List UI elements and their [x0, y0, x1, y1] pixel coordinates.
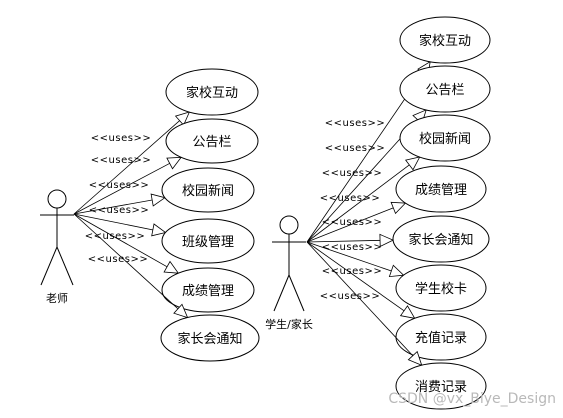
teacher-actor-left-leg	[40, 246, 58, 286]
student-parent-actor-label: 学生/家长	[265, 317, 313, 331]
teacher-uses-label: <<uses>>	[89, 180, 149, 191]
teacher-association-line	[73, 156, 182, 215]
student-parent-association-arrowhead	[399, 305, 416, 319]
teacher-uses-label: <<uses>>	[89, 205, 149, 216]
teacher-association-line	[73, 111, 190, 215]
student-parent-use-case-2	[399, 65, 491, 113]
teacher-use-case-label: 成绩管理	[182, 284, 234, 299]
teacher-use-case-label: 班级管理	[182, 235, 234, 250]
student-parent-uses-label: <<uses>>	[325, 118, 385, 129]
teacher-association-line	[73, 213, 179, 274]
student-parent-association-line	[306, 241, 422, 366]
teacher-association-arrowhead	[174, 111, 191, 126]
teacher-use-case-label: 公告栏	[192, 135, 231, 150]
student-parent-uses-label: <<uses>>	[322, 266, 382, 277]
student-parent-use-case-label: 家长会通知	[408, 232, 473, 248]
teacher-uses-label: <<uses>>	[91, 133, 151, 144]
student-parent-uses-label: <<uses>>	[322, 217, 382, 228]
student-parent-association-arrowhead	[407, 350, 423, 366]
student-parent-actor: 学生/家长	[265, 215, 313, 331]
student-parent-uses-label: <<uses>>	[320, 193, 380, 204]
teacher-uses-label: <<uses>>	[85, 231, 145, 242]
student-parent-association-arrowhead	[379, 233, 395, 248]
teacher-use-case-3	[161, 167, 255, 213]
student-parent-actor-left-leg	[273, 274, 290, 312]
teacher-association-arrowhead	[166, 156, 183, 170]
student-parent-use-case-7	[395, 313, 487, 361]
teacher-association-line	[73, 213, 166, 233]
student-parent-actor-right-leg	[288, 274, 305, 312]
student-parent-association-line	[306, 241, 415, 319]
teacher-use-case-5	[161, 267, 255, 313]
student-parent-association-line	[306, 239, 394, 243]
teacher-actor-right-leg	[56, 246, 74, 286]
student-parent-uses-label: <<uses>>	[322, 168, 382, 179]
student-parent-association-line	[306, 156, 420, 243]
student-parent-uses-label: <<uses>>	[325, 143, 385, 154]
teacher-actor-label: 老师	[46, 292, 68, 305]
teacher-actor-head	[47, 189, 67, 209]
student-parent-association-line	[306, 202, 406, 243]
student-parent-use-case-8	[395, 362, 487, 410]
student-parent-use-case-label: 公告栏	[425, 83, 464, 98]
student-parent-actor-head	[279, 215, 299, 235]
watermark: CSDN @vx_Biye_Design	[388, 391, 556, 407]
student-parent-use-case-label: 消费记录	[415, 380, 467, 395]
teacher-association-arrowhead	[163, 260, 180, 274]
student-parent-uses-label: <<uses>>	[322, 242, 382, 253]
student-parent-association-line	[306, 241, 404, 276]
teacher-uses-label: <<uses>>	[91, 155, 151, 166]
student-parent-use-case-label: 成绩管理	[415, 183, 467, 198]
teacher-use-case-2	[165, 118, 259, 164]
student-parent-use-case-label: 校园新闻	[419, 131, 471, 147]
student-parent-uses-label: <<uses>>	[320, 291, 380, 302]
student-parent-associations: 家校互动 <<uses>> 公告栏 <<uses>> 校园新闻 <<uses>> 成绩管理 <…	[306, 16, 491, 410]
teacher-uses-label: <<uses>>	[88, 254, 148, 265]
student-parent-association-arrowhead	[388, 264, 405, 278]
student-parent-use-case-1	[399, 16, 491, 64]
teacher-use-case-6	[160, 314, 260, 362]
student-parent-use-case-4	[395, 165, 487, 213]
teacher-association-line	[73, 197, 165, 215]
teacher-associations: 家校互动 <<uses>> 公告栏 <<uses>> 校园新闻 <<uses>> 班级管理 <…	[73, 68, 260, 362]
teacher-use-case-label: 家长会通知	[177, 331, 242, 347]
student-parent-use-case-6	[395, 264, 487, 312]
teacher-association-line	[73, 213, 188, 318]
teacher-association-arrowhead	[151, 223, 167, 237]
teacher-association-arrowhead	[150, 193, 166, 207]
teacher-use-case-label: 家校互动	[186, 85, 238, 101]
student-parent-use-case-label: 学生校卡	[415, 281, 467, 297]
teacher-use-case-1	[165, 68, 259, 116]
student-parent-association-arrowhead	[405, 156, 421, 171]
teacher-use-case-label: 校园新闻	[182, 183, 234, 199]
student-parent-use-case-3	[399, 114, 491, 162]
student-parent-use-case-label: 充值记录	[415, 330, 467, 346]
teacher-association-arrowhead	[173, 303, 189, 319]
student-parent-use-case-label: 家校互动	[419, 33, 471, 49]
teacher-use-case-4	[161, 218, 255, 264]
student-parent-use-case-5	[392, 215, 490, 263]
student-parent-association-arrowhead	[390, 201, 407, 215]
teacher-actor: 老师	[40, 189, 74, 305]
